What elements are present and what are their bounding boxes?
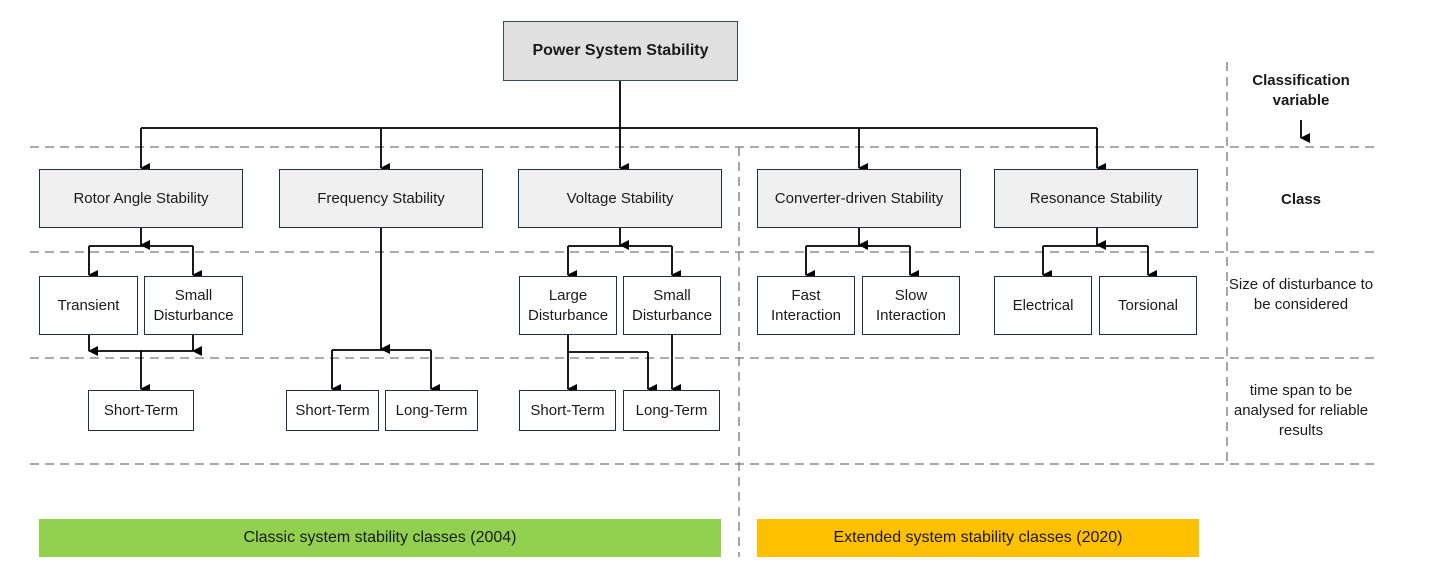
node-label: Fast Interaction — [770, 286, 842, 324]
side-label-class: Class — [1280, 191, 1322, 208]
node-label: Short-Term — [530, 401, 605, 419]
node-voltage-small-disturbance: Small Disturbance — [623, 276, 721, 335]
node-voltage-long-term: Long-Term — [623, 390, 720, 431]
node-label: Slow Interaction — [875, 286, 947, 324]
node-label: Transient — [57, 296, 120, 314]
node-converter-slow-interaction: Slow Interaction — [862, 276, 960, 335]
class-node-rotor-angle: Rotor Angle Stability — [39, 169, 243, 228]
legend-classic-label: Classic system stability classes (2004) — [243, 529, 517, 546]
class-label: Resonance Stability — [1029, 189, 1163, 207]
node-resonance-torsional: Torsional — [1099, 276, 1197, 335]
legend-classic-classes: Classic system stability classes (2004) — [39, 519, 721, 557]
node-label: Long-Term — [395, 401, 468, 419]
node-label: Short-Term — [103, 401, 179, 419]
class-node-frequency: Frequency Stability — [279, 169, 483, 228]
legend-extended-classes: Extended system stability classes (2020) — [757, 519, 1199, 557]
class-label: Converter-driven Stability — [774, 189, 944, 207]
node-converter-fast-interaction: Fast Interaction — [757, 276, 855, 335]
side-label-size-of-disturbance: Size of disturbance to be considered — [1228, 276, 1374, 313]
class-label: Rotor Angle Stability — [73, 189, 209, 207]
legend-extended-label: Extended system stability classes (2020) — [833, 529, 1123, 546]
node-frequency-long-term: Long-Term — [385, 390, 478, 431]
class-node-resonance: Resonance Stability — [994, 169, 1198, 228]
node-voltage-large-disturbance: Large Disturbance — [519, 276, 617, 335]
class-node-voltage: Voltage Stability — [518, 169, 722, 228]
node-rotor-transient: Transient — [39, 276, 138, 335]
node-label: Short-Term — [295, 401, 370, 419]
node-label: Large Disturbance — [528, 286, 609, 324]
node-rotor-small-disturbance: Small Disturbance — [144, 276, 243, 335]
node-label: Small Disturbance — [153, 286, 234, 324]
node-resonance-electrical: Electrical — [994, 276, 1092, 335]
node-label: Torsional — [1117, 296, 1179, 314]
class-label: Voltage Stability — [566, 189, 674, 207]
node-label: Electrical — [1012, 296, 1074, 314]
node-frequency-short-term: Short-Term — [286, 390, 379, 431]
node-label: Long-Term — [635, 401, 708, 419]
node-voltage-short-term: Short-Term — [519, 390, 616, 431]
node-label: Small Disturbance — [632, 286, 713, 324]
class-label: Frequency Stability — [317, 189, 445, 207]
side-label-classification-variable: Classification variable — [1252, 72, 1350, 109]
class-node-converter-driven: Converter-driven Stability — [757, 169, 961, 228]
node-rotor-short-term: Short-Term — [88, 390, 194, 431]
root-label: Power System Stability — [532, 42, 709, 59]
root-node-power-system-stability: Power System Stability — [503, 21, 738, 81]
side-label-time-span: time span to be analysed for reliable re… — [1233, 382, 1369, 439]
